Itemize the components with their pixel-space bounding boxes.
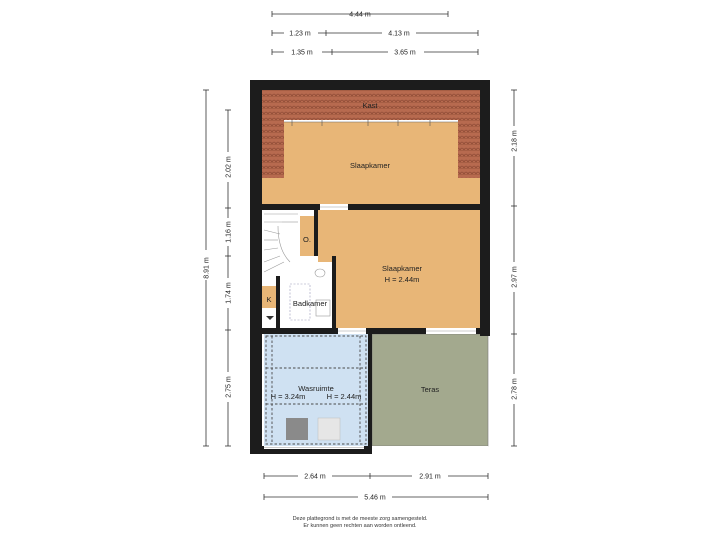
dim-top-row3-right: 3.65 m xyxy=(394,50,416,57)
washing-machine xyxy=(286,418,308,440)
room-wasruimte xyxy=(264,334,368,446)
roof-area xyxy=(262,90,480,120)
dim-left-3: 1.74 m xyxy=(226,282,233,304)
label-wasruimte: Wasruimte xyxy=(298,384,334,393)
room-slaapkamer-mid xyxy=(318,210,480,328)
top-dimensions: 4.44 m 1.23 m 4.13 m 1.35 m 3.65 m xyxy=(271,11,479,57)
label-teras: Teras xyxy=(421,385,440,394)
room-labels: Kast Slaapkamer Slaapkamer H = 2.44m Bad… xyxy=(266,101,439,401)
dim-left-total: 8.91 m xyxy=(204,257,211,279)
boiler-icon xyxy=(266,316,274,320)
toilet xyxy=(314,268,326,278)
stair-steps xyxy=(263,213,298,273)
dim-bottom-total: 5.46 m xyxy=(364,495,386,502)
dim-bottom-left: 2.64 m xyxy=(304,474,326,481)
label-badkamer: Badkamer xyxy=(293,299,328,308)
dryer xyxy=(317,417,341,441)
dim-bottom-right: 2.91 m xyxy=(419,474,441,481)
dim-left-2: 1.16 m xyxy=(226,221,233,243)
label-wasruimte-h2: H = 2.44m xyxy=(327,392,362,401)
room-slaapkamer-top xyxy=(262,122,480,204)
room-badkamer xyxy=(278,262,332,328)
right-dimensions: 2.18 m 2.97 m 2.78 m xyxy=(509,89,519,447)
terrace xyxy=(371,333,489,447)
left-dimensions: 8.91 m 2.02 m 1.16 m 1.74 m 2.75 m xyxy=(201,89,233,447)
room-kast-small xyxy=(262,286,276,308)
label-wasruimte-h1: H = 3.24m xyxy=(271,392,306,401)
label-slaapkamer-top: Slaapkamer xyxy=(350,161,391,170)
dim-top-row2-right: 4.13 m xyxy=(388,31,410,38)
room-overloop xyxy=(300,216,314,256)
label-kast: Kast xyxy=(362,101,378,110)
dim-right-3: 2.78 m xyxy=(512,378,519,400)
dim-top-row2-left: 1.23 m xyxy=(289,31,311,38)
dim-top-total: 4.44 m xyxy=(349,12,371,19)
washbasin xyxy=(315,299,331,317)
label-slaapkamer-mid-height: H = 2.44m xyxy=(385,275,420,284)
dim-right-1: 2.18 m xyxy=(512,130,519,152)
dim-left-1: 2.02 m xyxy=(226,156,233,178)
dim-top-row3-left: 1.35 m xyxy=(291,50,313,57)
disclaimer-line-2: Er kunnen geen rechten aan worden ontlee… xyxy=(303,523,417,529)
bottom-dimensions: 2.64 m 2.91 m 5.46 m xyxy=(263,471,489,502)
disclaimer-line-1: Deze plattegrond is met de meeste zorg s… xyxy=(292,516,428,522)
label-slaapkamer-mid: Slaapkamer xyxy=(382,264,423,273)
roof-windows xyxy=(291,120,431,126)
dim-right-2: 2.97 m xyxy=(512,266,519,288)
glass-frame xyxy=(265,335,367,445)
label-overloop: O. xyxy=(303,235,311,244)
label-kast-small: K xyxy=(266,295,271,304)
building xyxy=(250,80,490,454)
dim-left-4: 2.75 m xyxy=(226,376,233,398)
